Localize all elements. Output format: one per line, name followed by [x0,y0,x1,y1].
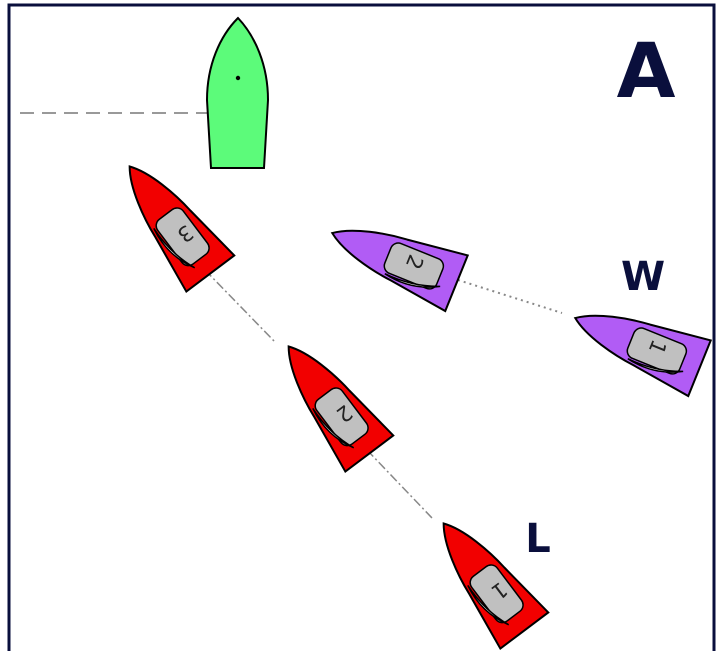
mainsail [627,358,684,373]
windward-boat-2: 2 [320,204,469,313]
committee-boat [205,16,270,169]
leeward-boat-2: 2 [263,327,395,473]
cockpit [626,327,688,375]
cockpit [314,387,369,447]
committee-boat-dot [235,75,241,81]
leeward-track-line [204,269,433,519]
leeward-boat-1: 1 [418,504,550,650]
mainsail [153,228,196,269]
cockpit [469,564,524,624]
mainsail [312,408,355,449]
windward-label: W [621,254,665,300]
leeward-boat-3: 3 [104,147,236,293]
windward-boat-1: 1 [563,289,712,398]
windward-track-line [457,279,563,314]
cockpit [155,207,210,267]
mainsail [467,585,510,626]
panel-letter: A [617,26,676,115]
mainsail [384,273,441,288]
leeward-label: L [525,516,551,562]
cockpit [383,242,445,290]
